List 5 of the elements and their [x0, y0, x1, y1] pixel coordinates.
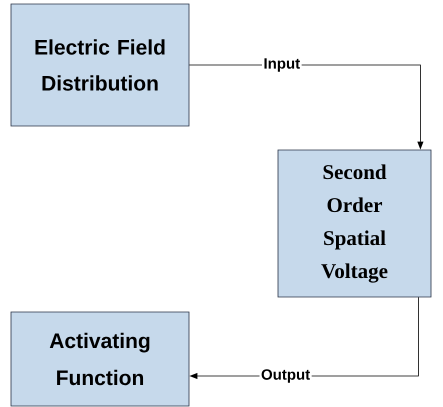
process-box: Electric Field Distribution: [10, 4, 190, 126]
edge-label: Output: [260, 368, 312, 384]
edge-label: Input: [262, 56, 302, 74]
process-box: Second Order Spatial Voltage: [278, 150, 432, 298]
process-box: Activating Function: [10, 312, 190, 406]
